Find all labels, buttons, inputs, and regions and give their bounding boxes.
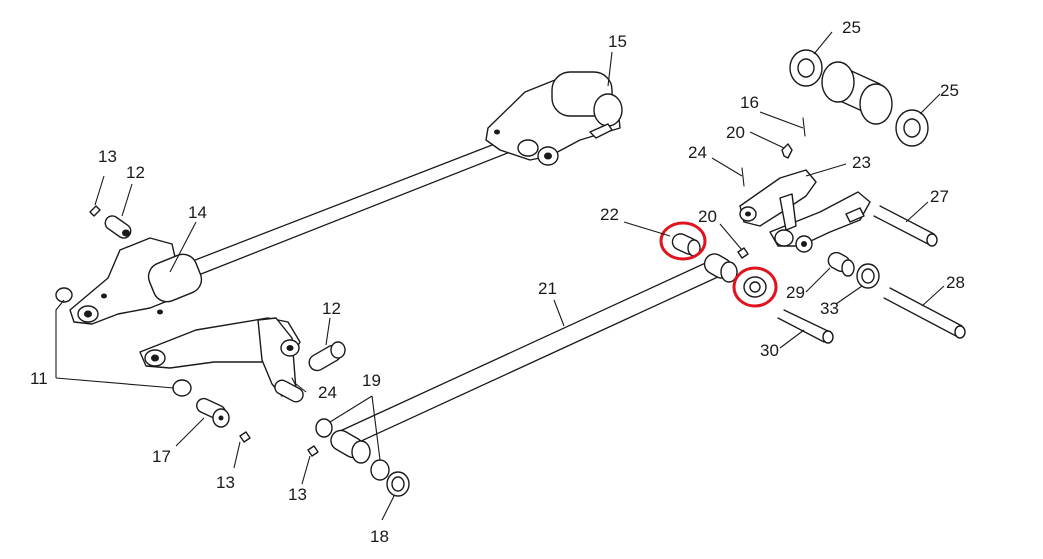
callout-23: 23 [852, 153, 871, 172]
bush-part-11 [55, 287, 192, 397]
grease-nipple-part-13 [89, 205, 319, 457]
callout-13-top: 13 [98, 147, 117, 166]
bushing-part-12-right [308, 341, 346, 372]
callout-24-right: 24 [688, 143, 707, 162]
bush-part-29 [827, 251, 855, 277]
bolt-part-17 [196, 397, 230, 428]
callout-11: 11 [30, 369, 48, 388]
callout-28: 28 [946, 273, 965, 292]
upper-tie-rod [189, 139, 511, 277]
bracket-part-23 [739, 169, 871, 253]
callout-13-bottom-left: 13 [216, 473, 235, 492]
callout-16: 16 [740, 93, 759, 112]
bushing-part-12-left [104, 215, 132, 239]
grease-nipple-part-20-upper [781, 143, 793, 159]
callout-33: 33 [820, 299, 839, 318]
marker-lines [291, 117, 806, 387]
pin-part-28 [883, 287, 966, 339]
callout-24-left: 24 [318, 383, 337, 402]
callout-18: 18 [370, 527, 389, 546]
bush-highlighted [743, 276, 767, 298]
callout-17: 17 [152, 447, 171, 466]
callout-12-right: 12 [322, 299, 341, 318]
washer-part-18 [386, 471, 410, 497]
callout-20-upper: 20 [726, 123, 745, 142]
callout-29: 29 [786, 283, 805, 302]
lower-shaft-part-21 [330, 253, 738, 464]
leader-lines [55, 31, 945, 521]
highlight-circle-bush [732, 266, 778, 308]
callout-13-bottom: 13 [288, 485, 307, 504]
callout-labels: 11 13 12 14 15 12 24 19 17 13 13 18 21 2… [30, 18, 965, 546]
callout-22: 22 [600, 205, 619, 224]
callout-21: 21 [538, 279, 557, 298]
pin-part-27 [873, 205, 938, 247]
highlight-circles [659, 221, 778, 308]
callout-19: 19 [362, 371, 381, 390]
highlight-circle-part-22 [659, 221, 707, 261]
callout-30: 30 [760, 341, 779, 360]
callout-25-top: 25 [842, 18, 861, 37]
bushing-part-22 [671, 233, 701, 257]
callout-25-right: 25 [940, 81, 959, 100]
washer-part-33 [856, 263, 880, 289]
callout-12-left: 12 [126, 163, 145, 182]
callout-14: 14 [188, 203, 207, 222]
pin-part-30 [777, 309, 834, 344]
callout-20-lower: 20 [698, 207, 717, 226]
bracket-arm-part-14 [69, 237, 304, 403]
roller-assembly-part-25 [789, 49, 929, 147]
upper-arm-part-15 [485, 71, 623, 166]
callout-27: 27 [930, 187, 949, 206]
callout-15: 15 [608, 32, 627, 51]
grease-nipple-part-20-lower [737, 247, 749, 259]
